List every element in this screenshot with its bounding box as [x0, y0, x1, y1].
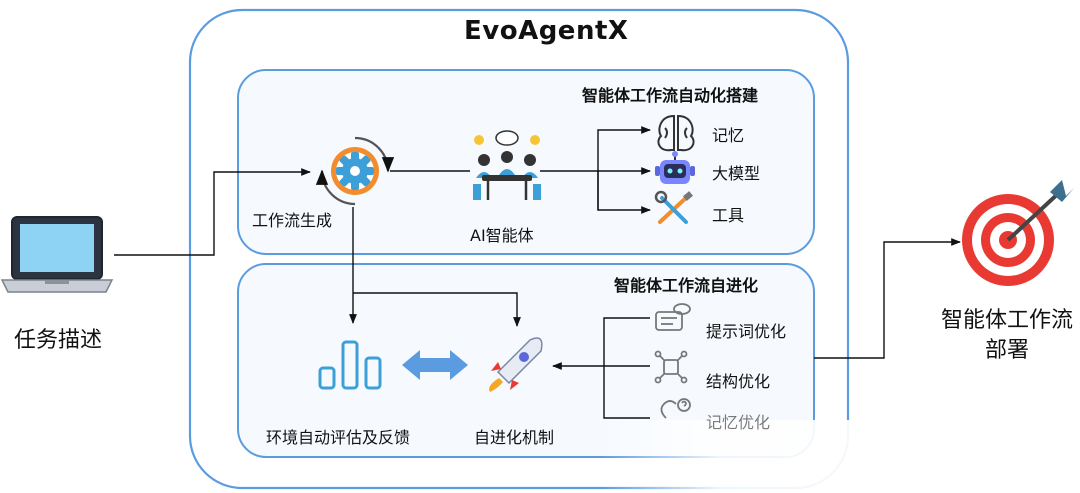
opt-structure-label: 结构优化 — [706, 372, 771, 391]
agent-to-components-arrows — [540, 126, 651, 214]
bar-chart-icon — [318, 340, 382, 390]
fade-overlay — [600, 420, 1080, 493]
feedback-double-arrow — [402, 350, 468, 380]
robot-icon — [655, 151, 695, 184]
task-to-workflow-arrow — [114, 168, 311, 256]
optimizations-to-mech-arrows — [552, 317, 650, 419]
component-llm-label: 大模型 — [712, 164, 761, 183]
mech-label: 自进化机制 — [474, 428, 555, 447]
component-memory-label: 记忆 — [712, 126, 745, 145]
evolve-to-deploy-arrow — [814, 238, 961, 359]
structure-icon — [654, 350, 688, 384]
agent-label: AI智能体 — [470, 226, 534, 245]
tools-icon — [654, 190, 693, 224]
opt-memory-label: 记忆优化 — [706, 413, 771, 432]
deploy-label-line1: 智能体工作流 — [940, 308, 1073, 333]
evolve-section-title: 智能体工作流自进化 — [614, 276, 759, 295]
component-tools-label: 工具 — [712, 206, 745, 225]
opt-prompt-label: 提示词优化 — [706, 322, 787, 341]
build-section-title: 智能体工作流自动化搭建 — [582, 86, 759, 105]
main-title: EvoAgentX — [464, 16, 629, 46]
deploy-label-line2: 部署 — [984, 338, 1029, 363]
target-icon — [962, 180, 1074, 286]
brain-icon — [657, 114, 695, 152]
deploy-label: 智能体工作流 部署 — [934, 306, 1080, 366]
agent-team-icon — [473, 130, 541, 200]
env-eval-label: 环境自动评估及反馈 — [266, 428, 411, 447]
laptop-icon — [0, 216, 114, 293]
prompt-icon — [655, 303, 691, 331]
rocket-icon — [489, 337, 543, 392]
task-label: 任务描述 — [14, 328, 103, 353]
workflow-gen-label: 工作流生成 — [252, 211, 333, 230]
gear-cycle-icon — [315, 136, 395, 206]
memory-opt-icon — [660, 398, 691, 419]
workflow-to-evolve-arrows — [349, 207, 521, 327]
